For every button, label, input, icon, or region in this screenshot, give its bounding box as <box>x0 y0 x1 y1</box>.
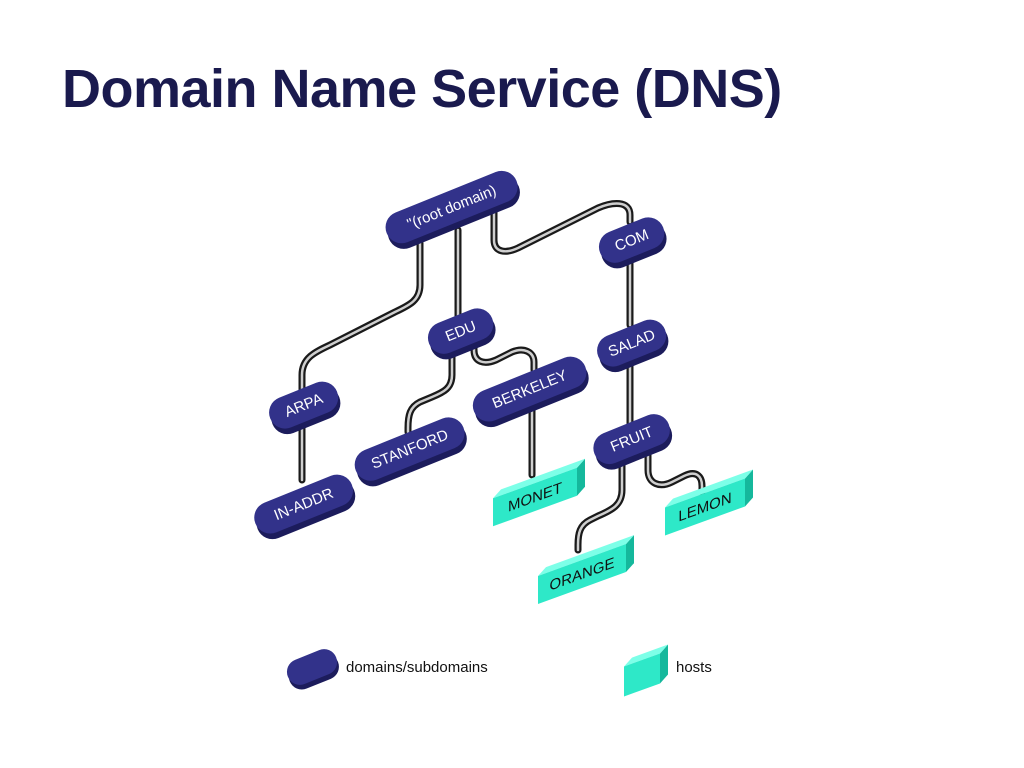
domain-node-fruit: FRUIT <box>593 414 673 470</box>
legend: domains/subdomains hosts <box>286 644 712 697</box>
legend-domains-label: domains/subdomains <box>346 659 488 676</box>
link-root-com <box>490 200 634 255</box>
link-fruit-lemon <box>644 451 706 496</box>
legend-host-swatch <box>624 644 668 697</box>
domain-node-in-addr: IN-ADDR <box>254 474 356 540</box>
tree-links <box>298 200 706 554</box>
link-edu-stanford <box>404 348 456 436</box>
link-fruit-orange <box>574 456 626 554</box>
legend-hosts-label: hosts <box>676 659 712 676</box>
domain-node-com: COM <box>598 217 667 269</box>
host-node-lemon: LEMON <box>665 469 753 536</box>
host-node-orange: ORANGE <box>538 535 634 605</box>
link-root-arpa <box>298 239 424 396</box>
slide-title: Domain Name Service (DNS) <box>62 59 782 119</box>
domain-node-arpa: ARPA <box>269 381 341 435</box>
host-node-monet: MONET <box>493 458 585 527</box>
link-edu-berkeley <box>470 336 538 374</box>
domain-node-root: "(root domain) <box>385 170 520 249</box>
domain-node-edu: EDU <box>427 308 496 360</box>
legend-domain-swatch <box>286 649 339 690</box>
